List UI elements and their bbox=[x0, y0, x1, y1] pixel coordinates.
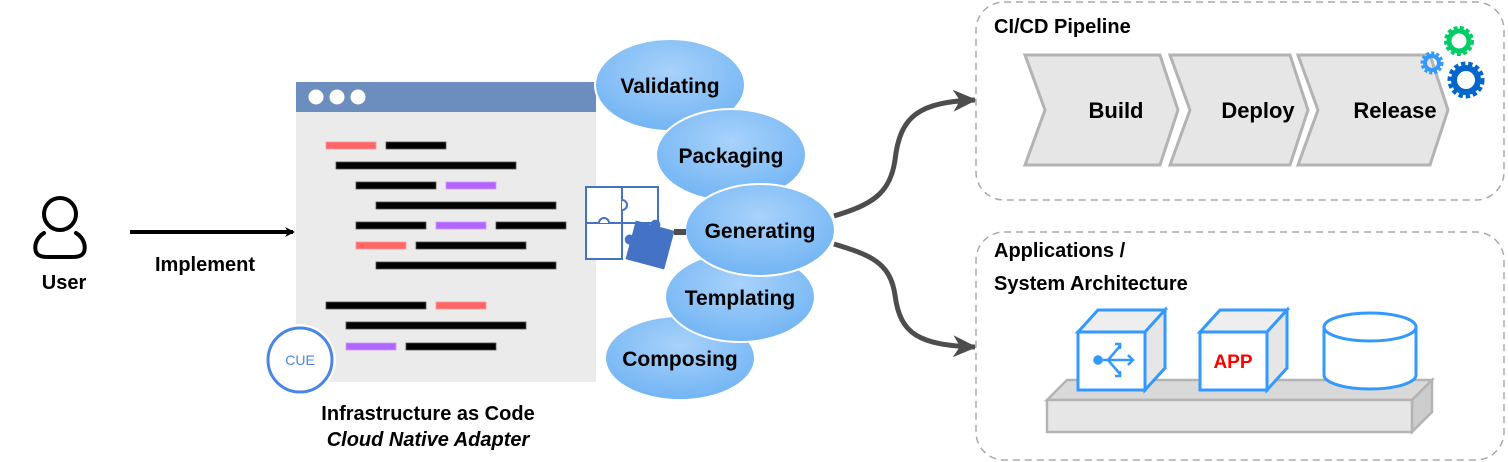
code-token bbox=[405, 342, 497, 351]
capability-packaging: Packaging bbox=[655, 108, 807, 202]
code-token bbox=[325, 141, 377, 150]
arrow-to-cicd bbox=[833, 89, 977, 219]
code-token bbox=[355, 181, 437, 190]
cue-badge-label: CUE bbox=[285, 352, 315, 368]
implement-label: Implement bbox=[155, 254, 255, 276]
stage-label: Release bbox=[1353, 98, 1436, 123]
load-balancer-cube bbox=[1074, 306, 1169, 394]
window-dot bbox=[350, 89, 366, 105]
code-token bbox=[375, 201, 557, 210]
gear-dark-blue-icon bbox=[1447, 61, 1485, 99]
code-token bbox=[325, 301, 427, 310]
cicd-title: CI/CD Pipeline bbox=[994, 16, 1131, 38]
capability-label: Templating bbox=[685, 287, 795, 310]
window-dot bbox=[308, 89, 324, 105]
stage-label: Deploy bbox=[1221, 98, 1295, 123]
code-token bbox=[415, 241, 527, 250]
window-dot bbox=[329, 89, 345, 105]
stage-release: Release bbox=[1295, 53, 1450, 167]
puzzle-icon bbox=[585, 186, 686, 270]
architecture-title-line1: Applications / bbox=[994, 240, 1126, 262]
user-actor: User bbox=[33, 196, 87, 294]
user-label: User bbox=[42, 272, 87, 294]
cicd-pipeline-panel: CI/CD Pipeline Build Deploy Release bbox=[975, 1, 1505, 201]
user-icon bbox=[33, 196, 87, 259]
window-header bbox=[296, 82, 596, 112]
code-token bbox=[355, 241, 407, 250]
capability-label: Generating bbox=[705, 220, 816, 243]
code-token bbox=[355, 221, 427, 230]
capability-validating: Validating bbox=[594, 38, 746, 132]
code-token bbox=[335, 161, 517, 170]
stage-deploy: Deploy bbox=[1167, 53, 1310, 167]
cue-badge: CUE bbox=[264, 324, 336, 396]
app-cube: APP bbox=[1196, 306, 1291, 394]
gear-light-blue-icon bbox=[1420, 51, 1444, 75]
code-token bbox=[435, 221, 487, 230]
load-balancer-icon bbox=[1093, 342, 1135, 378]
architecture-panel: Applications / System Architecture bbox=[975, 231, 1505, 461]
code-token bbox=[375, 261, 557, 270]
capability-label: Packaging bbox=[678, 145, 783, 168]
implement-arrow: Implement bbox=[130, 227, 295, 276]
code-token bbox=[435, 301, 487, 310]
arrow-to-architecture bbox=[833, 241, 977, 358]
capability-label: Composing bbox=[622, 348, 738, 371]
app-label: APP bbox=[1213, 352, 1252, 373]
code-editor-window-icon bbox=[296, 82, 596, 382]
code-token bbox=[385, 141, 447, 150]
cna-caption: Cloud Native Adapter bbox=[327, 429, 531, 451]
architecture-title-line2: System Architecture bbox=[994, 273, 1188, 295]
code-token bbox=[345, 342, 397, 351]
puzzle-connector bbox=[674, 229, 686, 235]
database-icon bbox=[1322, 311, 1418, 391]
code-token bbox=[495, 221, 567, 230]
code-token bbox=[345, 321, 527, 330]
window-body bbox=[296, 82, 596, 382]
gears-icon bbox=[1420, 26, 1485, 99]
gear-green-icon bbox=[1444, 26, 1474, 56]
capability-generating: Generating bbox=[684, 183, 836, 277]
code-token bbox=[445, 181, 497, 190]
stage-build: Build bbox=[1022, 53, 1180, 167]
iac-caption: Infrastructure as Code bbox=[321, 403, 534, 425]
code-lines bbox=[325, 141, 567, 351]
capability-label: Validating bbox=[620, 75, 719, 98]
cue-badge-ring bbox=[266, 326, 334, 394]
stage-label: Build bbox=[1089, 98, 1144, 123]
